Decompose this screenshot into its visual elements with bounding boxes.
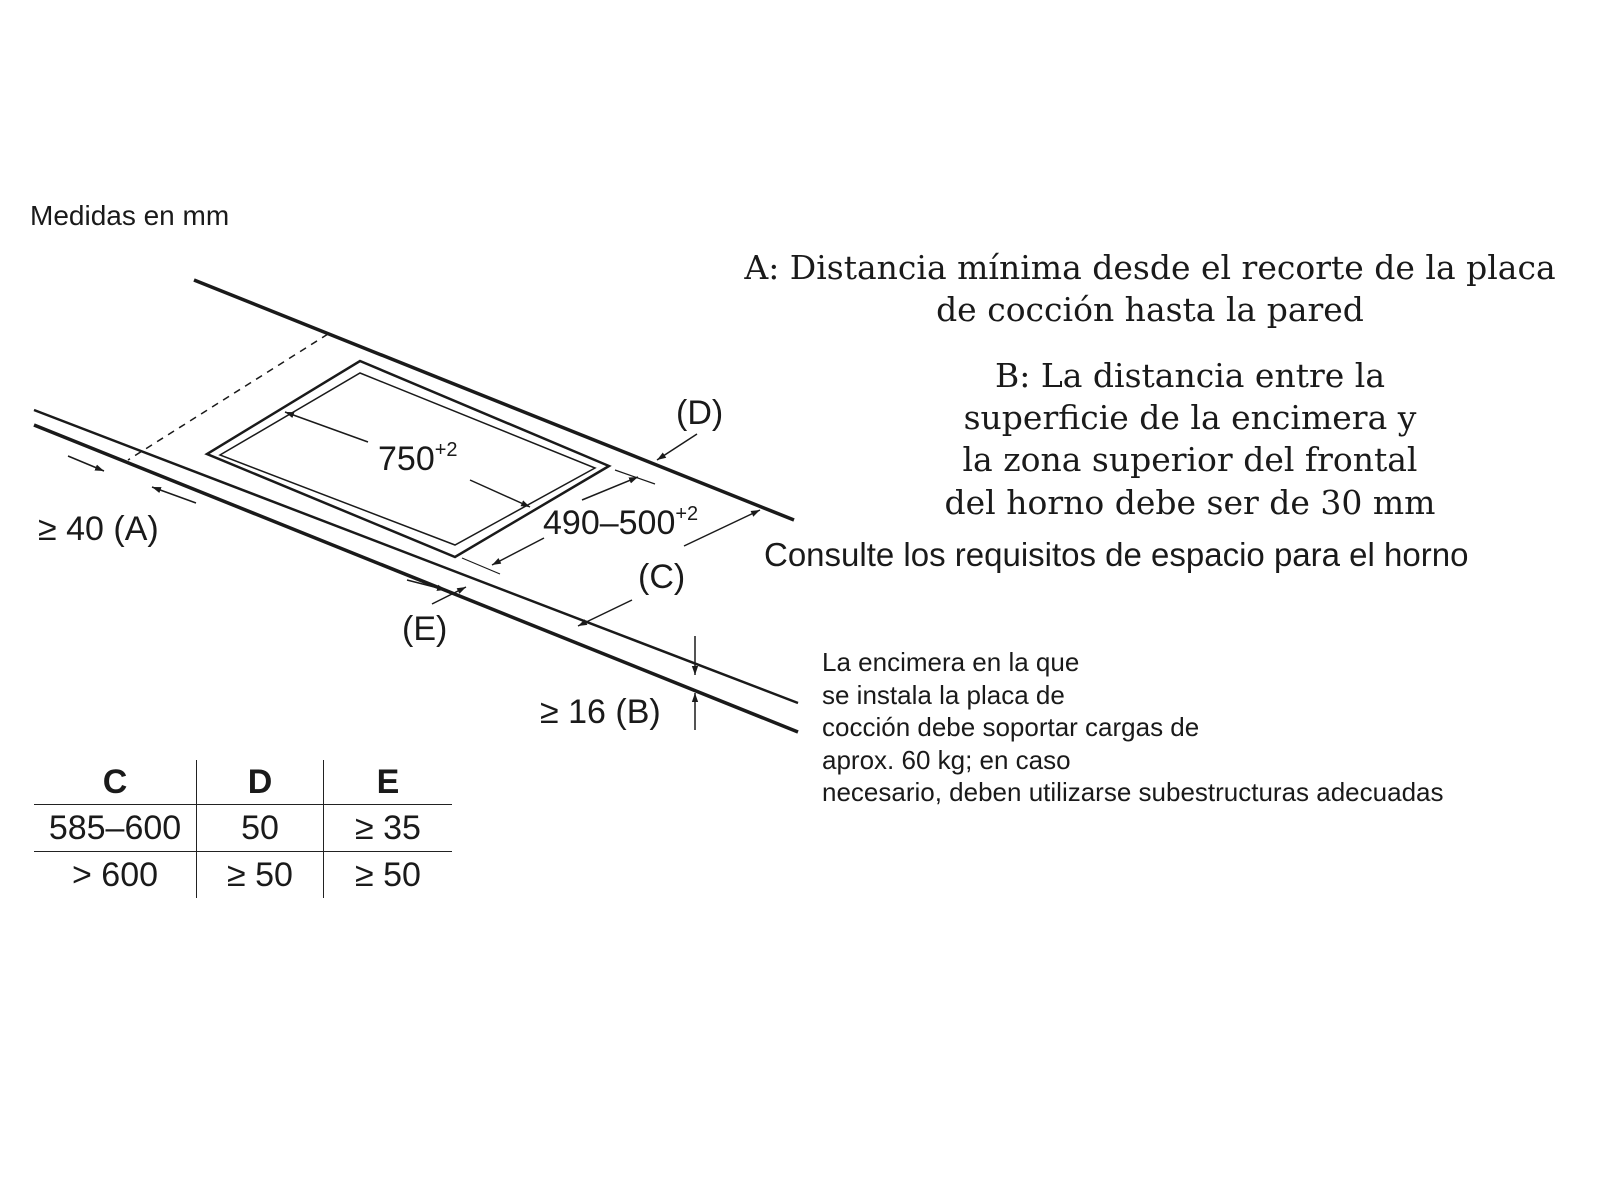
width-arrow-left	[284, 411, 369, 443]
table-header-e: E	[323, 760, 452, 805]
table-header-d: D	[196, 760, 324, 805]
a-arrow-left	[67, 455, 105, 472]
depth-extension-top	[614, 469, 656, 485]
distance-table: C D E 585–600 50 ≥ 35 > 600 ≥ 50 ≥ 50	[34, 760, 452, 898]
width-tolerance: +2	[435, 439, 458, 461]
table-cell: ≥ 50	[355, 855, 421, 894]
distance-a-label: ≥ 40 (A)	[38, 510, 159, 548]
note-b-line: B: La distancia entre la	[994, 356, 1385, 395]
note-load-line: La encimera en la que	[822, 647, 1080, 677]
e-arrow-right	[431, 586, 467, 605]
distance-c-label: (C)	[638, 558, 685, 596]
depth-extension-bottom	[461, 557, 501, 575]
note-distance-a: A: Distancia mínima desde el recorte de …	[740, 247, 1560, 331]
width-dimension-label: 750+2	[378, 439, 458, 478]
c-arrow-bottom	[577, 599, 633, 627]
table-cell: ≥ 35	[323, 804, 452, 852]
table-cell: 50	[196, 804, 324, 852]
note-b-line: la zona superior del frontal	[962, 440, 1418, 480]
table-cell: > 600	[34, 851, 197, 898]
cutout-inner	[218, 372, 597, 546]
c-arrow-top	[683, 509, 761, 547]
table-row: 585–600 50 ≥ 35	[34, 804, 452, 852]
depth-tolerance: +2	[675, 503, 698, 525]
distance-b-label: ≥ 16 (B)	[540, 693, 661, 731]
table-cell: ≥ 50	[196, 851, 324, 898]
cutout-outer	[204, 359, 612, 559]
table-row: > 600 ≥ 50 ≥ 50	[34, 851, 452, 898]
note-load-line: cocción debe soportar cargas de	[822, 712, 1200, 742]
worktop-back-edge	[193, 278, 795, 522]
depth-dimension-label: 490–500+2	[543, 503, 698, 542]
note-a-line: A: Distancia mínima desde el recorte de …	[744, 248, 1556, 287]
e-arrow-left	[406, 579, 447, 591]
note-oven-requirements: Consulte los requisitos de espacio para …	[764, 536, 1469, 573]
note-load-capacity: La encimera en la que se instala la plac…	[822, 646, 1562, 809]
worktop-front-edge-upper	[33, 408, 799, 705]
width-arrow-right	[469, 479, 531, 508]
table-cell: 585–600	[34, 804, 197, 852]
units-label: Medidas en mm	[30, 200, 230, 231]
worktop-front-edge-lower	[33, 423, 799, 734]
depth-value: 490–500	[543, 504, 675, 542]
depth-arrow-bottom	[491, 537, 545, 566]
width-value: 750	[378, 440, 435, 478]
note-load-line: se instala la placa de	[822, 679, 1065, 710]
distance-e-label: (E)	[402, 610, 447, 648]
a-arrow-right	[151, 486, 197, 504]
note-a-line: de cocción hasta la pared	[936, 290, 1364, 330]
dashed-guide-line	[127, 333, 329, 461]
table-header-c: C	[34, 760, 197, 805]
note-b-line: del horno debe ser de 30 mm	[944, 482, 1436, 522]
note-load-line: necesario, deben utilizarse subestructur…	[822, 777, 1444, 807]
depth-arrow-top	[581, 476, 639, 501]
note-load-line: aprox. 60 kg; en caso	[822, 744, 1071, 775]
note-distance-b: B: La distancia entre la superficie de l…	[880, 355, 1500, 524]
distance-d-label: (D)	[676, 394, 723, 432]
d-arrow	[656, 433, 698, 461]
note-b-line: superficie de la encimera y	[963, 398, 1417, 438]
